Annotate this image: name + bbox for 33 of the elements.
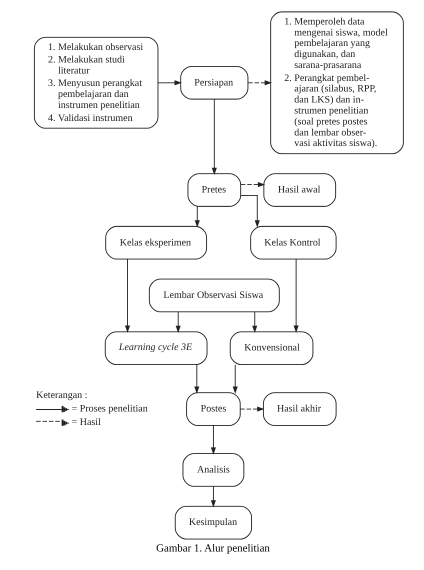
node-box: Kelas Kontrol <box>250 226 336 260</box>
arrow <box>210 425 216 455</box>
arrow <box>293 258 298 333</box>
arrow <box>194 206 200 228</box>
arrow <box>124 258 130 333</box>
node-box: Persiapan <box>180 66 248 100</box>
legend-label: = Hasil <box>71 417 100 428</box>
arrow <box>240 195 260 228</box>
arrow <box>252 311 257 333</box>
arrow <box>210 486 216 508</box>
arrow <box>232 364 238 394</box>
arrow <box>240 182 265 188</box>
node-box: 1. Melakukan observasi 2. Melakukan studi literatur 3. Menyusun perangkat pembelajaran dan instrumen penelitian 4. Validasi instrumen <box>33 36 158 129</box>
node-box: Learning cycle 3E <box>104 331 207 365</box>
node-box: Lembar Observasi Siswa <box>148 278 280 312</box>
arrow <box>247 80 272 86</box>
arrow <box>194 364 199 394</box>
node-box: Kesimpulan <box>174 506 252 540</box>
label: Keterangan : <box>36 390 87 401</box>
node-box: 1. Memperoleh data mengenai siswa, model pembelajaran yang digunakan, dan sarana-prasarana 2. Perangkat pembel- ajaran (silabus, RPP, dan LKS) dan in- strumen penelitian (soal pretes postes dan lembar obser- vasi aktivitas siswa). <box>270 11 404 154</box>
node-box: Konvensional <box>229 331 313 365</box>
caption: Gambar 1. Alur penelitian <box>156 542 270 554</box>
node-box: Hasil akhir <box>262 392 336 426</box>
arrow <box>175 311 180 333</box>
legend-label: = Proses penelitian <box>71 404 148 415</box>
node-box: Kelas eksperimen <box>104 226 207 260</box>
node-box: Postes <box>186 392 240 426</box>
node-box: Hasil awal <box>262 173 336 207</box>
arrow <box>211 98 216 176</box>
arrow <box>157 80 182 86</box>
node-box: Analisis <box>182 453 244 487</box>
node-box: Pretes <box>187 173 241 207</box>
arrow <box>239 406 264 412</box>
